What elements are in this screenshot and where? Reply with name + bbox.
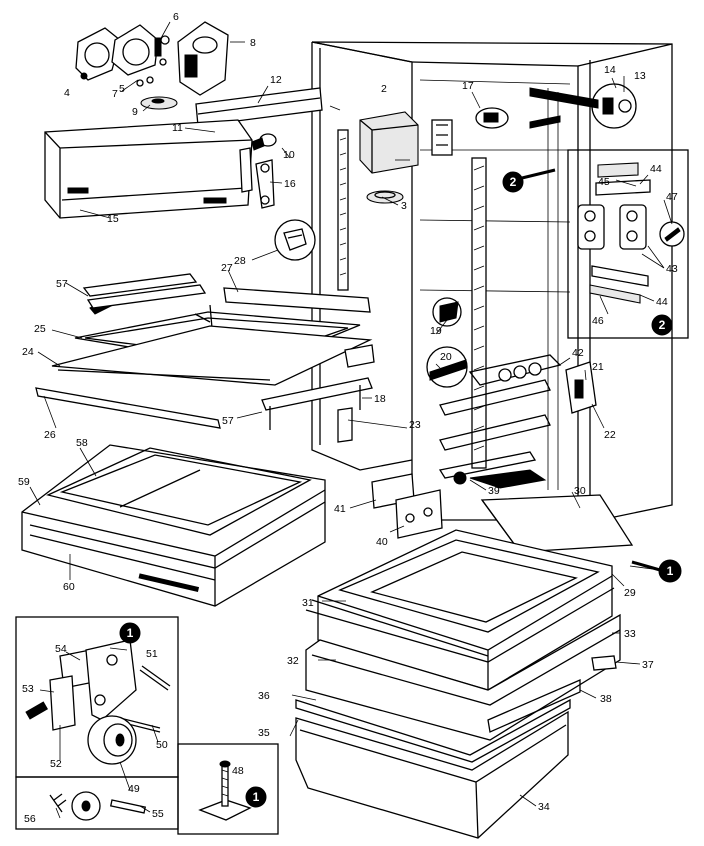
badge-label: 1: [667, 564, 674, 578]
callout-15: 15: [107, 213, 119, 225]
badge-crisper-ref: 1: [631, 559, 682, 583]
callout-48: 48: [232, 765, 244, 777]
callout-12: 12: [270, 74, 282, 86]
callout-23: 23: [409, 419, 421, 431]
callout-24: 24: [22, 346, 34, 358]
callout-numbers: 1 2 3 4 5 6 7 8 9 10 11 12 13 14 15 16 1…: [18, 11, 678, 825]
callout-22: 22: [604, 429, 616, 441]
cover-15-handle-16: [44, 119, 275, 219]
callout-7: 7: [112, 88, 118, 100]
callout-32: 32: [287, 655, 299, 667]
callout-4: 4: [64, 87, 70, 99]
callout-36: 36: [258, 690, 270, 702]
callout-25: 25: [34, 323, 46, 335]
callout-44b: 44: [656, 296, 668, 308]
leader-lines: [29, 21, 673, 819]
callout-35: 35: [258, 727, 270, 739]
callout-33: 33: [624, 628, 636, 640]
wheel-inset-1: [15, 616, 179, 830]
callout-16: 16: [284, 178, 296, 190]
callout-57a: 57: [56, 278, 68, 290]
callout-34: 34: [538, 801, 550, 813]
callout-43: 43: [666, 263, 678, 275]
callout-13: 13: [634, 70, 646, 82]
callout-58: 58: [76, 437, 88, 449]
brackets-39-41: [371, 469, 547, 539]
callout-29: 29: [624, 587, 636, 599]
callout-56: 56: [24, 813, 36, 825]
callout-59: 59: [18, 476, 30, 488]
callout-44a: 44: [650, 163, 662, 175]
callout-21: 21: [592, 361, 604, 373]
badge-label: 1: [127, 626, 134, 640]
callout-53: 53: [22, 683, 34, 695]
callout-39: 39: [488, 485, 500, 497]
crisper-stack-29-38: [295, 494, 634, 839]
callout-6: 6: [173, 11, 179, 23]
callout-37: 37: [642, 659, 654, 671]
callout-42: 42: [572, 347, 584, 359]
badge-label: 1: [253, 790, 260, 804]
shelf-assembly-24-27: [35, 273, 375, 443]
badge-cabinet-ref: 2: [502, 168, 556, 193]
badge-inset-leveler: 1: [245, 786, 267, 808]
callout-5: 5: [119, 83, 125, 95]
callout-28: 28: [234, 255, 246, 267]
callout-3: 3: [401, 200, 407, 212]
shelf-ladder-18: [337, 129, 487, 469]
callout-51: 51: [146, 648, 158, 660]
badge-label: 2: [659, 318, 666, 332]
callout-8: 8: [250, 37, 256, 49]
callout-11: 11: [172, 122, 183, 134]
callout-31: 31: [302, 597, 314, 609]
callout-52: 52: [50, 758, 62, 770]
callout-40: 40: [376, 536, 388, 548]
callout-55: 55: [152, 808, 164, 820]
callout-54: 54: [55, 643, 67, 655]
control-box-2: [359, 111, 419, 204]
callout-10: 10: [283, 149, 295, 161]
callout-2: 2: [381, 83, 387, 95]
callout-46: 46: [592, 315, 604, 327]
clip-28-inset: [274, 219, 316, 261]
callout-9: 9: [132, 106, 138, 118]
callout-47: 47: [666, 191, 678, 203]
hinge-inset-2: [567, 149, 689, 339]
hinge-13-14: [529, 83, 637, 129]
leveler-inset-48: [177, 743, 279, 835]
callout-45: 45: [598, 176, 610, 188]
callout-20: 20: [440, 351, 452, 363]
callout-30: 30: [574, 485, 586, 497]
meat-pan-58-60: [21, 444, 326, 607]
callout-26: 26: [44, 429, 56, 441]
callout-19: 19: [430, 325, 442, 337]
callout-38: 38: [600, 693, 612, 705]
badge-inset-hinge: 2: [651, 314, 673, 336]
callout-50: 50: [156, 739, 168, 751]
door-rail-parts: [426, 297, 597, 485]
callout-57b: 57: [222, 415, 234, 427]
callout-18: 18: [374, 393, 386, 405]
badge-inset-wheel: 1: [119, 622, 141, 644]
callout-41: 41: [334, 503, 346, 515]
callout-49: 49: [128, 783, 140, 795]
callout-17: 17: [462, 80, 474, 92]
callout-60: 60: [63, 581, 75, 593]
fan-motor-parts-4-8: [75, 21, 229, 110]
callout-14: 14: [604, 64, 616, 76]
badge-label: 2: [510, 175, 517, 189]
callout-27: 27: [221, 262, 233, 274]
light-assembly-17: [431, 107, 509, 156]
